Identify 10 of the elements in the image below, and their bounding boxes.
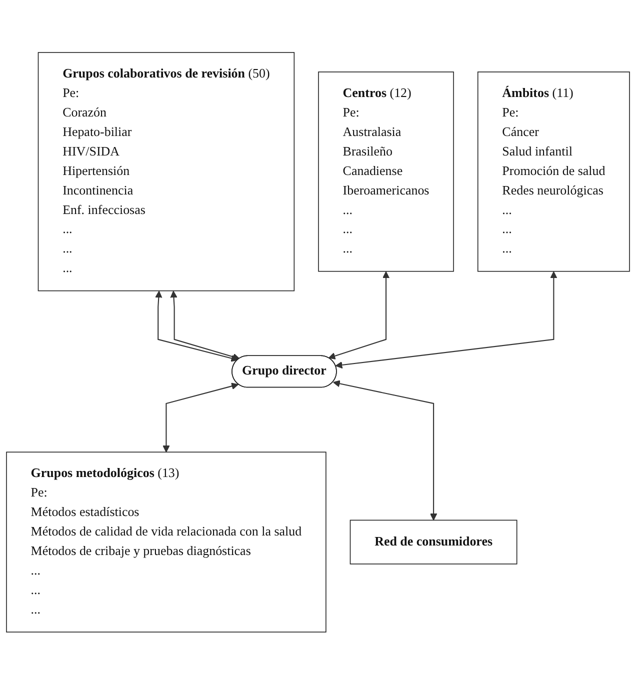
- arrow: [328, 271, 390, 360]
- node-box: Centros (12) Pe: Australasia Brasileño Canadiense Iberoamericanos ... ... ...: [318, 71, 454, 272]
- arrow: [162, 382, 239, 452]
- arrow: [332, 380, 438, 520]
- node-box: Red de consumidores: [350, 520, 518, 564]
- arrow: [170, 290, 240, 360]
- node-box: Grupos metodológicos (13) Pe: Métodos estadísticos Métodos de calidad de vida relacionada con la salud Métodos de cribaje y pruebas diagnósticas ... ... ...: [6, 451, 326, 632]
- node-box: Grupos colaborativos de revisión (50) Pe: Corazón Hepato-biliar HIV/SIDA Hipertensión Incontinencia Enf. infecciosas ... ... ...: [38, 52, 295, 291]
- arrow: [335, 271, 558, 368]
- node-box: Ámbitos (11) Pe: Cáncer Salud infantil Promoción de salud Redes neurológicas ... ... ...: [477, 71, 630, 272]
